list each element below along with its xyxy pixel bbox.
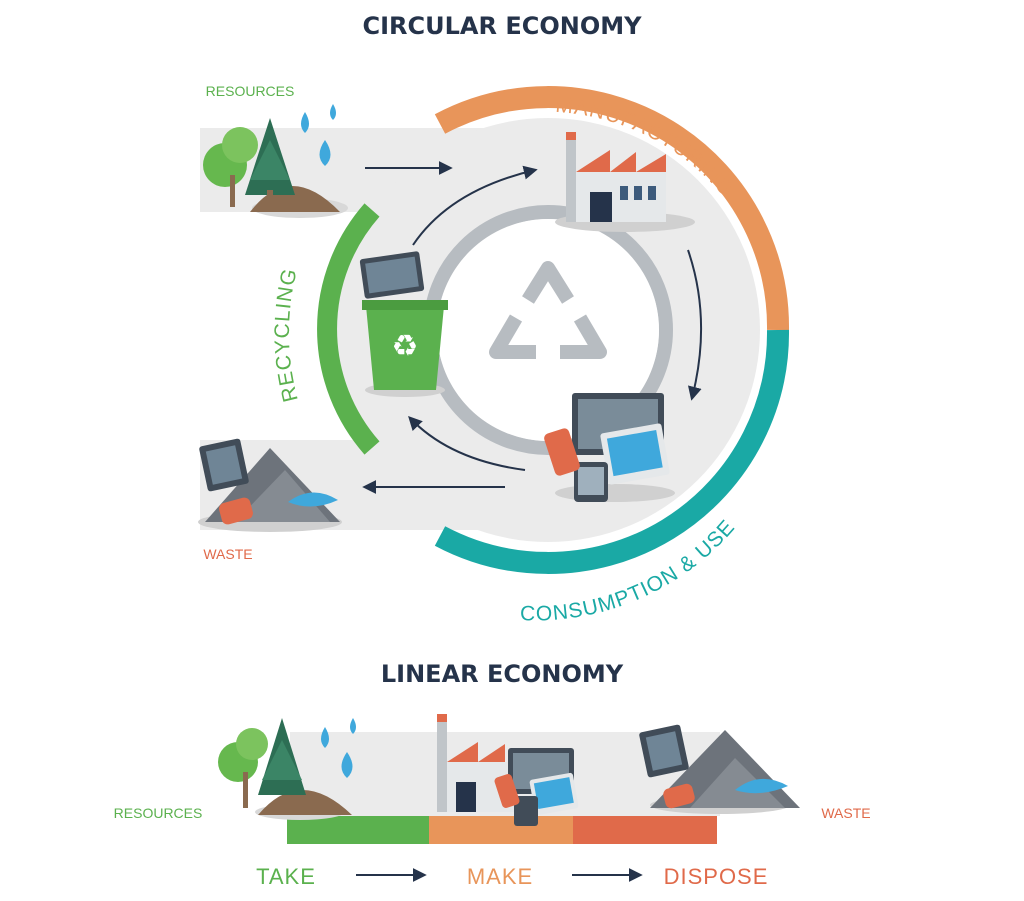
recycling-arc	[317, 203, 380, 455]
svg-text:♻: ♻	[392, 329, 419, 364]
water-drop-icon	[301, 104, 336, 166]
recycling-label: RECYCLING	[271, 266, 303, 404]
resources-label: RESOURCES	[206, 83, 295, 99]
circular-title: CIRCULAR ECONOMY	[363, 12, 643, 40]
waste-label: WASTE	[203, 546, 252, 562]
factory-icon	[555, 132, 695, 232]
water-drop-icon	[321, 718, 356, 778]
step-make: MAKE	[467, 864, 533, 889]
linear-resources-label: RESOURCES	[114, 805, 203, 821]
flow-arrows	[362, 161, 703, 494]
step-dispose: DISPOSE	[664, 864, 769, 889]
step-take: TAKE	[256, 864, 316, 889]
waste-pile-icon	[639, 724, 800, 814]
take-segment	[287, 816, 429, 844]
linear-title: LINEAR ECONOMY	[381, 660, 624, 688]
recycle-bin-icon: ♻	[359, 251, 448, 397]
arrow-icon	[412, 165, 538, 246]
factory-icon	[437, 714, 519, 812]
tree-icon	[218, 718, 352, 820]
arrow-icon	[408, 415, 526, 471]
dispose-segment	[573, 816, 717, 844]
consumption-arc	[434, 329, 790, 574]
waste-pile-icon	[198, 438, 342, 532]
make-segment	[429, 816, 573, 844]
linear-waste-label: WASTE	[821, 805, 870, 821]
manufacturing-arc	[434, 86, 790, 331]
recycle-icon	[489, 261, 607, 359]
tree-icon	[203, 118, 348, 218]
device-icon	[544, 393, 675, 502]
device-icon	[494, 748, 579, 826]
arrow-icon	[687, 249, 703, 401]
